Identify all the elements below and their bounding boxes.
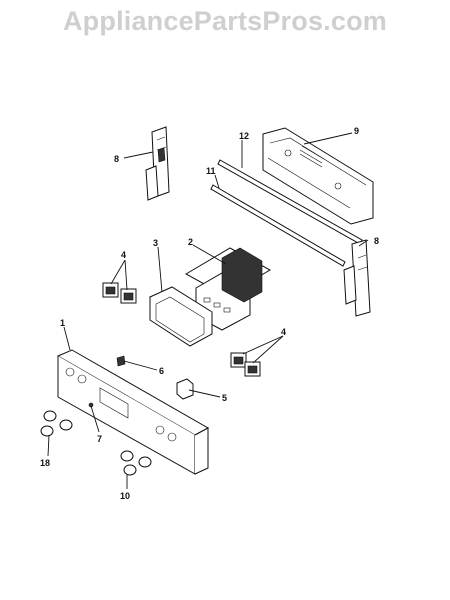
callout-11: 11 (206, 166, 216, 176)
callout-9: 9 (354, 126, 359, 136)
callout-1: 1 (60, 318, 65, 328)
callout-7: 7 (97, 434, 102, 444)
part-8-right-bracket (343, 239, 371, 317)
callout-3: 3 (153, 238, 158, 248)
callout-10: 10 (120, 491, 130, 501)
callout-18: 18 (40, 458, 50, 468)
callout-6: 6 (159, 366, 164, 376)
watermark-logo: AppliancePartsPros.com (62, 6, 387, 36)
part-4-switches-left (102, 282, 137, 304)
callout-8-left: 8 (114, 154, 119, 164)
callout-4-right: 4 (281, 327, 286, 337)
part-8-left-bracket (145, 126, 170, 201)
part-9-rear-panel (262, 127, 374, 225)
leader-lines (47, 132, 369, 489)
part-3-display-window (149, 286, 213, 347)
callout-8-right: 8 (374, 236, 379, 246)
part-10-knobs (120, 450, 152, 476)
callout-12: 12 (239, 131, 249, 141)
callout-4-left: 4 (121, 250, 126, 260)
part-5-block (176, 378, 194, 400)
callout-labels: 12 9 11 8 8 2 3 4 4 1 6 5 7 18 10 (40, 126, 379, 501)
part-11-rod (210, 184, 346, 267)
part-18-knobs (40, 410, 73, 437)
callout-2: 2 (188, 237, 193, 247)
part-6-clip (116, 355, 126, 367)
callout-5: 5 (222, 393, 227, 403)
part-1-control-panel (56, 349, 210, 475)
part-4-switches-right (230, 352, 261, 377)
